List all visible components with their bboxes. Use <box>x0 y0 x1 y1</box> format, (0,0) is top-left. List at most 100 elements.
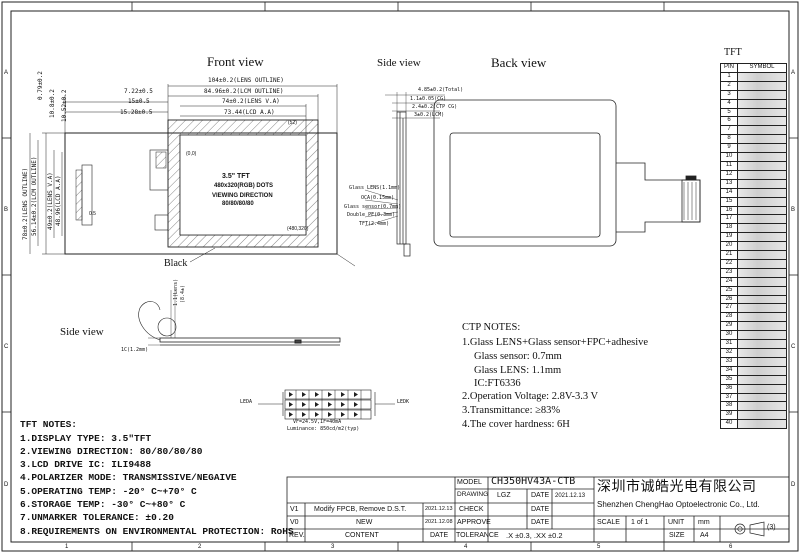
dim-fpc: (8.4±) <box>180 284 186 303</box>
pin-number: 30 <box>720 330 738 341</box>
ctp-note-4: 4.The cover hardness: 6H <box>462 419 570 430</box>
approve-label: APPROVE <box>457 519 491 526</box>
projection-tag: (3) <box>767 524 776 531</box>
pin-number: 37 <box>720 392 738 403</box>
approve-date-label: DATE <box>531 519 550 526</box>
pin-number: 28 <box>720 312 738 323</box>
dim-lens-thk: 1.1(Lens) <box>173 278 179 306</box>
pin-row: 38 <box>720 401 787 412</box>
tolerance-label: TOLERANCE <box>456 532 499 539</box>
pin-row: 28 <box>720 312 787 323</box>
pin-number: 24 <box>720 276 738 287</box>
pin-symbol-redacted <box>737 80 787 91</box>
pin-number: 13 <box>720 178 738 189</box>
corner-end: (480,320) <box>287 226 309 232</box>
pin-row: 6 <box>720 116 787 127</box>
scale-label: SCALE <box>597 519 620 526</box>
pin-symbol-redacted <box>737 98 787 109</box>
pin-number: 40 <box>720 419 738 430</box>
drawing-label: DRAWING <box>457 491 489 498</box>
dim-small: 0.5 <box>89 211 96 217</box>
rev-0-date: 2021.12.08 <box>425 519 453 525</box>
pin-number: 7 <box>720 125 738 136</box>
date-label: DATE <box>531 492 550 499</box>
col-label-6: 6 <box>729 544 733 550</box>
pin-row: 36 <box>720 383 787 394</box>
pin-symbol-redacted <box>737 294 787 305</box>
pin-row: 9 <box>720 143 787 154</box>
pin-number: 25 <box>720 285 738 296</box>
rev-0-content: NEW <box>356 519 373 526</box>
pin-symbol-redacted <box>737 134 787 145</box>
pin-symbol-redacted <box>737 267 787 278</box>
tft-note-8: 8.REQUIREMENTS ON ENVIRONMENTAL PROTECTI… <box>20 526 294 537</box>
side-view-top-drawing <box>364 92 445 257</box>
dim-left-1: 7.22±0.5 <box>124 88 153 95</box>
pin-number: 22 <box>720 258 738 269</box>
panel-viewing-value: 80/80/80/80 <box>222 201 254 207</box>
pin-row: 14 <box>720 187 787 198</box>
pin-number: 15 <box>720 196 738 207</box>
pin-number: 9 <box>720 143 738 154</box>
pin-row: 12 <box>720 169 787 180</box>
row-label-c: C <box>4 344 9 350</box>
pin-number: 18 <box>720 223 738 234</box>
row-label-a-right: A <box>791 70 796 76</box>
pin-number: 16 <box>720 205 738 216</box>
corner-origin: (0,0) <box>186 151 197 157</box>
pin-symbol-redacted <box>737 223 787 234</box>
led-caption-2: Luminance: 850cd/m2(typ) <box>287 426 360 432</box>
ctp-note-1a: Glass sensor: 0.7mm <box>474 351 562 362</box>
layer-glass-sensor: Glass sensor(0.7mm) <box>344 204 402 210</box>
pin-symbol-redacted <box>737 250 787 260</box>
pin-symbol-redacted <box>737 178 787 189</box>
col-label-4: 4 <box>464 544 468 550</box>
layer-tft: TFT(2.4mm) <box>359 221 390 227</box>
pin-row: 21 <box>720 250 787 260</box>
pin-number: 36 <box>720 383 738 394</box>
pin-number: 35 <box>720 374 738 385</box>
pin-symbol-redacted <box>737 392 787 403</box>
pin-row: 7 <box>720 125 787 136</box>
size-value: A4 <box>700 532 709 539</box>
col-label-2: 2 <box>198 544 202 550</box>
panel-resolution: 480x320(RGB) DOTS <box>214 183 274 189</box>
pin-number: 27 <box>720 303 738 314</box>
pin-number: 1 <box>720 71 738 82</box>
col-label-3: 3 <box>331 544 335 550</box>
pin-row: 1 <box>720 71 787 82</box>
ctp-note-1b: Glass LENS: 1.1mm <box>474 365 562 376</box>
unit-label: UNIT <box>668 519 685 526</box>
pin-symbol-redacted <box>737 374 787 385</box>
pin-symbol-redacted <box>737 356 787 367</box>
row-label-a: A <box>4 70 9 76</box>
pin-number: 4 <box>720 98 738 109</box>
row-label-d-right: D <box>791 482 796 488</box>
pin-row: 29 <box>720 321 787 332</box>
tft-note-2: 2.VIEWING DIRECTION: 80/80/80/80 <box>20 446 203 457</box>
size-label: SIZE <box>669 532 685 539</box>
pin-symbol-redacted <box>737 419 787 430</box>
pin-number: 17 <box>720 214 738 225</box>
rev-1-date: 2021.12.13 <box>425 506 453 512</box>
dim-lens-outline: 104±0.2(LENS OUTLINE) <box>208 77 284 84</box>
dim-v-108: 10.8±0.2 <box>49 89 56 118</box>
pin-symbol-redacted <box>737 276 787 287</box>
col-label-5: 5 <box>597 544 601 550</box>
pin-row: 8 <box>720 134 787 145</box>
tag-52: (52) <box>288 120 297 126</box>
ctp-note-1: 1.Glass LENS+Glass sensor+FPC+adhesive <box>462 337 649 348</box>
pin-number: 39 <box>720 410 738 421</box>
dim-lens-va: 74±0.2(LENS V.A) <box>222 98 280 105</box>
dim-v-079: 0.79±0.2 <box>37 71 44 100</box>
tolerance-value: .X ±0.3, .XX ±0.2 <box>506 531 563 540</box>
layer-oca: OCA(0.15mm) <box>361 195 395 201</box>
pin-symbol-redacted <box>737 258 787 269</box>
led-circuit-drawing <box>258 389 395 420</box>
pin-symbol-redacted <box>737 107 787 118</box>
pin-number: 14 <box>720 187 738 198</box>
layer-glass-lens: Glass LENS(1.1mm) <box>349 185 401 191</box>
row-label-c-right: C <box>791 344 796 350</box>
layer-double-pe: Double PE(0.3mm) <box>347 212 396 218</box>
